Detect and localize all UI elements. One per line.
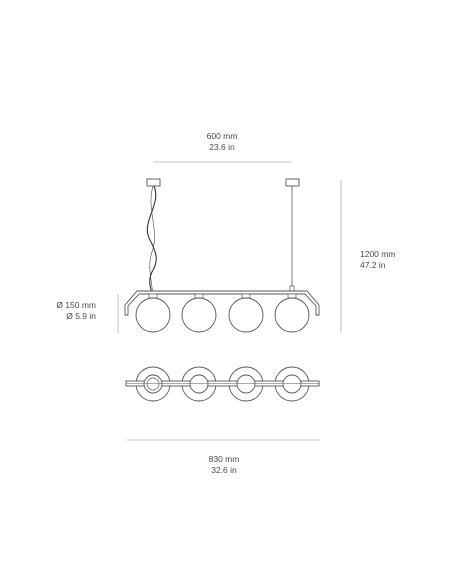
top-span-label: 600 mm 23.6 in (207, 131, 238, 153)
height-label: 1200 mm 47.2 in (360, 249, 395, 271)
front-view-bar (124, 290, 320, 316)
power-cable (146, 185, 157, 297)
front-globe (135, 297, 171, 333)
top-holder-ring (282, 374, 302, 394)
top-view (125, 366, 320, 402)
top-span-mm: 600 mm (206, 131, 238, 141)
front-view-globes (135, 293, 310, 333)
left-suspension-wire (149, 185, 155, 297)
height-in: 47.2 in (360, 260, 386, 270)
top-span-in: 23.6 in (209, 142, 235, 152)
top-holder-ring (189, 374, 209, 394)
total-width-in: 32.6 in (211, 465, 237, 475)
front-globe (228, 297, 264, 333)
total-width-mm: 830 mm (208, 454, 240, 464)
top-holder-inner (146, 377, 160, 391)
total-width-label: 830 mm 32.6 in (209, 454, 240, 476)
right-ceiling-canopy (285, 178, 300, 187)
globe-diameter-label: Ø 150 mm Ø 5.9 in (40, 300, 96, 322)
front-globe (274, 297, 310, 333)
height-mm: 1200 mm (360, 249, 396, 259)
globe-holder (194, 293, 204, 299)
left-ceiling-canopy (146, 178, 161, 187)
globe-diameter-mm: Ø 150 mm (56, 300, 96, 310)
top-holder-ring (236, 374, 256, 394)
front-globe (181, 297, 217, 333)
globe-holder (148, 293, 158, 299)
globe-holder (241, 293, 251, 299)
globe-holder (287, 293, 297, 299)
globe-diameter-in: Ø 5.9 in (66, 311, 96, 321)
